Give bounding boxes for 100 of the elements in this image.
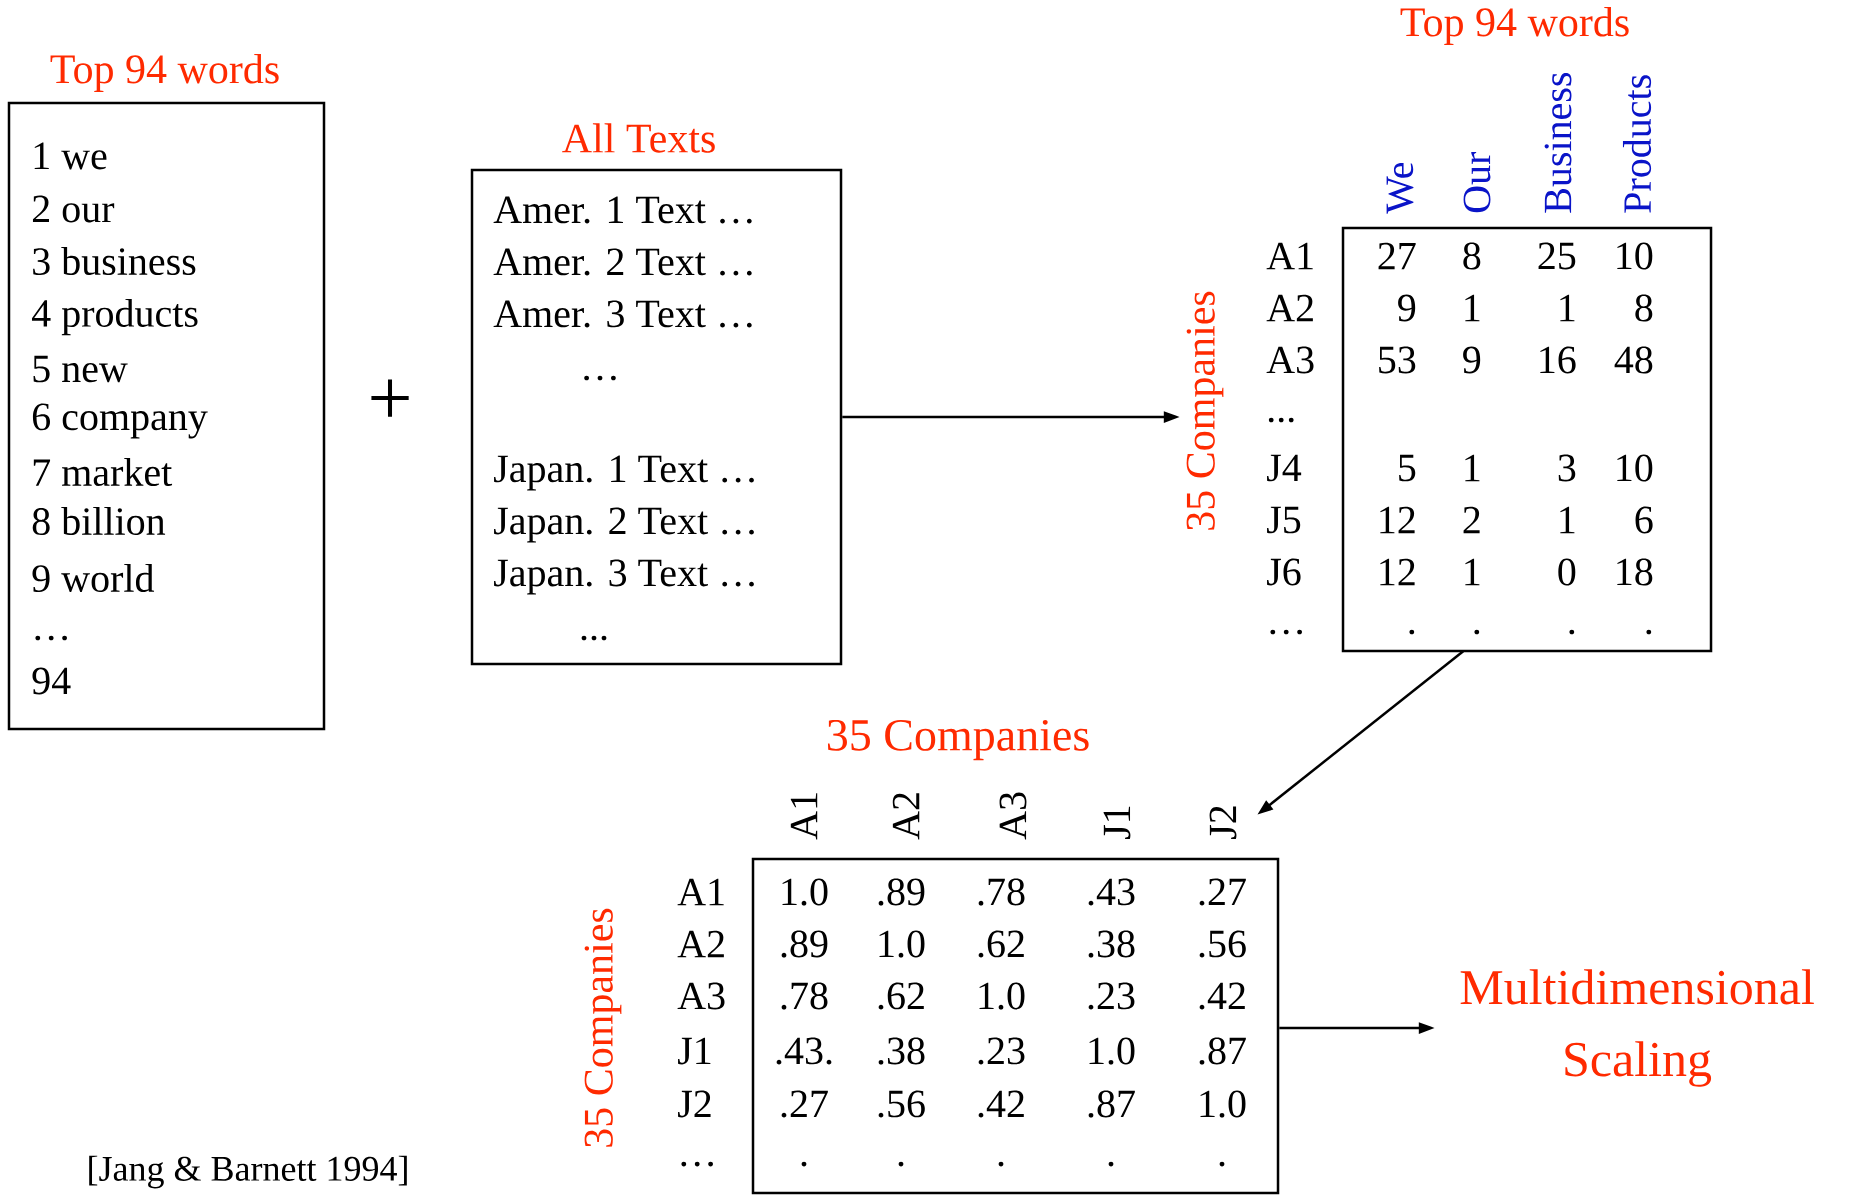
table-cell: .38 [878,1037,925,1065]
table-cell: . [1646,629,1652,635]
table-cell: . [1569,629,1575,635]
list-item: 2 our [32,195,115,223]
table-cell: 25 [1538,242,1576,270]
table-cell: 1.0 [879,930,925,958]
table-cell: .23 [978,1037,1025,1065]
box-heading: Top 94 words [1400,6,1629,46]
table-cell: 12 [1380,558,1415,586]
table-cell: .27 [781,1090,828,1118]
table-cell: 16 [1540,346,1576,374]
list-item: ... [581,635,607,641]
row-label: A1 [677,878,724,906]
column-header: Business [1544,73,1572,213]
table-cell: .43. [776,1037,832,1065]
table-cell: 10 [1617,242,1653,270]
list-item: 8 billion [32,506,166,536]
table-cell: .89 [878,878,925,906]
list-item: Amer. 3 Text … [493,300,752,328]
column-header: Our [1463,151,1491,213]
table-cell: . [1108,1161,1114,1167]
table-cell: .87 [1199,1037,1246,1065]
list-item: Japan. 3 Text … [494,559,754,595]
row-label: … [681,1161,713,1167]
list-item: Japan. 1 Text … [494,455,754,491]
table-cell: 1 [1465,294,1480,322]
table-cell: . [998,1161,1004,1167]
column-header: A3 [999,792,1027,840]
table-cell: 48 [1614,346,1653,374]
column-header: A1 [790,793,818,840]
axis-title: 35 Companies [1186,291,1224,530]
table-cell: .89 [781,930,828,958]
row-label: A2 [1266,294,1313,322]
table-cell: 10 [1617,454,1653,482]
table-cell: 1 [1465,454,1480,482]
table-cell: .62 [978,930,1024,958]
plus-sign: + [371,379,409,417]
table-cell: 9 [1463,346,1481,374]
row-label: J4 [1267,454,1302,482]
table-cell: 3 [1558,454,1576,482]
table-cell: . [1409,629,1415,635]
table-cell: 53 [1379,346,1416,374]
row-label: J5 [1267,506,1301,534]
list-item: 6 company [32,403,208,439]
row-label: A3 [677,982,725,1010]
list-item: Japan. 2 Text … [494,507,754,543]
table-cell: 8 [1463,242,1481,270]
table-cell: 6 [1635,506,1653,534]
table-cell: 18 [1617,558,1653,586]
table-cell: 8 [1635,294,1653,322]
table-cell: 1 [1560,294,1575,322]
list-item: 5 new [33,355,128,383]
row-label: J1 [678,1037,711,1065]
row-label: J6 [1267,558,1301,586]
list-item: 94 [32,667,71,695]
box-heading: Top 94 words [50,53,279,93]
row-label: A2 [677,930,724,958]
table-cell: .43 [1088,878,1135,906]
table-cell: .87 [1088,1090,1135,1118]
table-cell: .23 [1088,982,1135,1010]
table-cell: . [898,1161,904,1167]
table-cell: 1 [1560,506,1575,534]
column-header: We [1386,162,1414,214]
row-label: A1 [1266,242,1313,270]
list-item: 1 we [34,142,107,170]
list-item: Amer. 1 Text … [493,196,752,224]
list-item: 4 products [32,298,198,336]
table-cell: 12 [1380,506,1415,534]
table-cell: .78 [978,878,1025,906]
table-cell: 1.0 [1200,1090,1246,1118]
row-label: A3 [1266,346,1314,374]
row-label: ... [1268,417,1294,423]
table-cell: 5 [1399,454,1416,482]
list-item: 9 world [32,563,155,593]
table-cell: 0 [1558,558,1576,586]
table-cell: .62 [878,982,924,1010]
table-cell: .78 [781,982,828,1010]
table-cell: 27 [1378,242,1416,270]
column-header: A2 [892,793,920,840]
step-label: Multidimensional Scaling [1460,969,1814,1087]
column-header: J1 [1103,806,1131,839]
list-item: … [584,375,616,381]
table-cell: 9 [1398,294,1416,322]
list-item: 3 business [33,246,196,276]
list-item: … [35,635,67,641]
table-cell: . [801,1161,807,1167]
axis-title: 35 Companies [584,908,622,1147]
table-cell: .38 [1088,930,1135,958]
column-header: Products [1622,75,1652,213]
column-header: J2 [1209,806,1237,839]
table-cell: .42 [1199,982,1245,1010]
box-heading: 35 Companies [827,719,1089,761]
table-cell: .42 [978,1090,1024,1118]
table-cell: 2 [1463,506,1480,534]
table-cell: .56 [1199,930,1246,958]
table-cell: . [1474,629,1480,635]
list-item: 7 market [33,457,173,487]
table-cell: 1.0 [979,982,1025,1010]
table-cell: 1.0 [1089,1037,1135,1065]
box-heading: All Texts [562,123,715,153]
